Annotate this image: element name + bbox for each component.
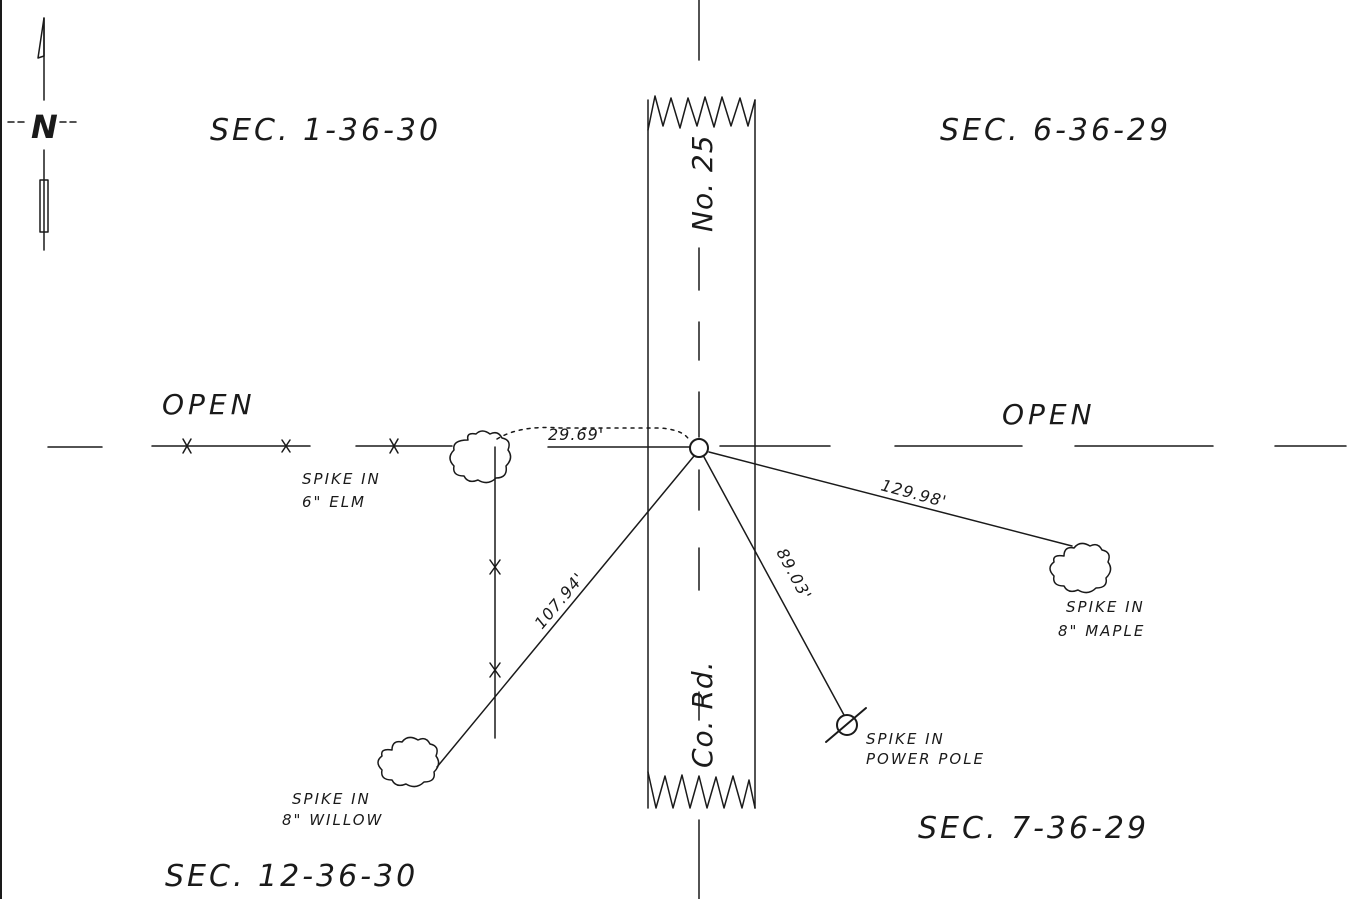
tie-lines — [436, 426, 1073, 768]
maple-note-line1: SPIKE IN — [1066, 598, 1145, 616]
power-pole-icon — [825, 707, 867, 743]
north-label: N — [31, 108, 59, 146]
elm-tree-icon — [449, 430, 512, 484]
power-pole-note-line1: SPIKE IN — [866, 730, 945, 748]
fence-line-south — [489, 446, 501, 739]
section-line — [47, 445, 1347, 448]
section-ne-label: SEC. 6-36-29 — [940, 113, 1171, 148]
elm-note-line2: 6" ELM — [302, 493, 366, 511]
power-pole-note-line2: POWER POLE — [866, 750, 985, 768]
county-road — [647, 95, 756, 809]
section-corner-icon — [689, 438, 709, 458]
willow-note-line2: 8" WILLOW — [282, 811, 383, 829]
north-arrow-icon — [7, 17, 77, 251]
fence-marks — [182, 438, 399, 454]
section-line-east-label: OPEN — [1002, 398, 1096, 431]
section-nw-label: SEC. 1-36-30 — [210, 113, 441, 148]
tie-line-willow — [436, 455, 695, 768]
maple-note-line2: 8" MAPLE — [1058, 622, 1145, 640]
section-line-west-label: OPEN — [162, 388, 256, 421]
distance-maple: 129.98' — [879, 476, 949, 512]
tie-line-power-pole — [703, 456, 845, 716]
tie-line-maple — [708, 451, 1073, 547]
section-se-label: SEC. 7-36-29 — [918, 811, 1149, 846]
tie-line-elm — [496, 426, 691, 443]
willow-tree-icon — [377, 736, 440, 788]
maple-tree-icon — [1049, 542, 1112, 594]
willow-note-line1: SPIKE IN — [292, 790, 371, 808]
road-name-bottom: Co. Rd. — [686, 660, 719, 768]
section-sw-label: SEC. 12-36-30 — [165, 859, 418, 894]
elm-note-line1: SPIKE IN — [302, 470, 381, 488]
distance-elm: 29.69' — [548, 425, 604, 444]
road-name-top: No. 25 — [686, 134, 719, 232]
distance-willow: 107.94' — [531, 569, 589, 633]
